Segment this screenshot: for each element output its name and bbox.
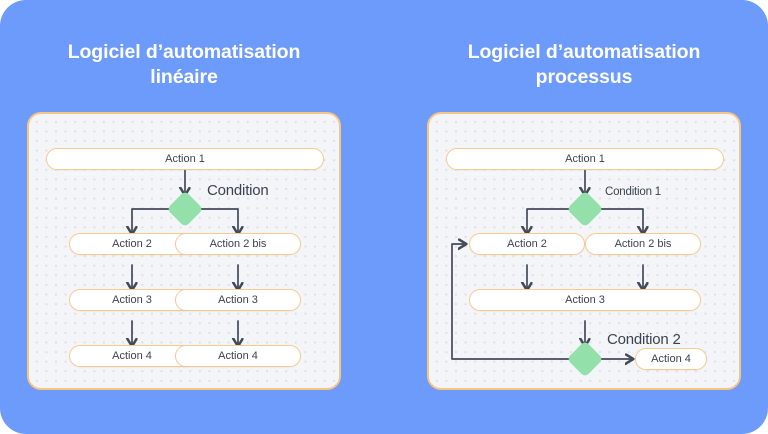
decision-condition-label: Condition — [207, 182, 269, 199]
decision-condition-2-label: Condition 2 — [607, 331, 681, 348]
node-action-2[interactable]: Action 2 — [69, 233, 195, 255]
panel-linear-title: Logiciel d’automatisation linéaire — [67, 41, 301, 88]
node-action-4-left[interactable]: Action 4 — [69, 345, 195, 367]
flow-process: Action 1 Condition 1 Action 2 Action 2 b… — [429, 114, 739, 388]
node-action-4[interactable]: Action 4 — [635, 348, 707, 370]
flow-connectors-linear — [29, 169, 343, 392]
node-action-1[interactable]: Action 1 — [46, 148, 324, 170]
node-action-4-right[interactable]: Action 4 — [175, 345, 301, 367]
panel-linear: Logiciel d’automatisation linéaire — [24, 0, 344, 434]
flow-connectors-process — [451, 169, 743, 392]
node-action-2-bis[interactable]: Action 2 bis — [585, 233, 701, 255]
diagram-canvas-process: Action 1 Condition 1 Action 2 Action 2 b… — [427, 112, 741, 390]
node-action-2[interactable]: Action 2 — [469, 233, 585, 255]
diagram-canvas-linear: Action 1 Condition Action 2 Action 2 bis… — [27, 112, 341, 390]
node-action-3-right[interactable]: Action 3 — [175, 289, 301, 311]
node-action-3[interactable]: Action 3 — [469, 289, 701, 311]
flow-linear: Action 1 Condition Action 2 Action 2 bis… — [29, 114, 339, 388]
decision-condition-1-label: Condition 1 — [605, 186, 661, 198]
node-action-1[interactable]: Action 1 — [446, 148, 724, 170]
node-action-3-left[interactable]: Action 3 — [69, 289, 195, 311]
panel-process-title: Logiciel d’automatisation processus — [467, 41, 701, 88]
node-action-2-bis[interactable]: Action 2 bis — [175, 233, 301, 255]
panel-process: Logiciel d’automatisation processus — [424, 0, 744, 434]
